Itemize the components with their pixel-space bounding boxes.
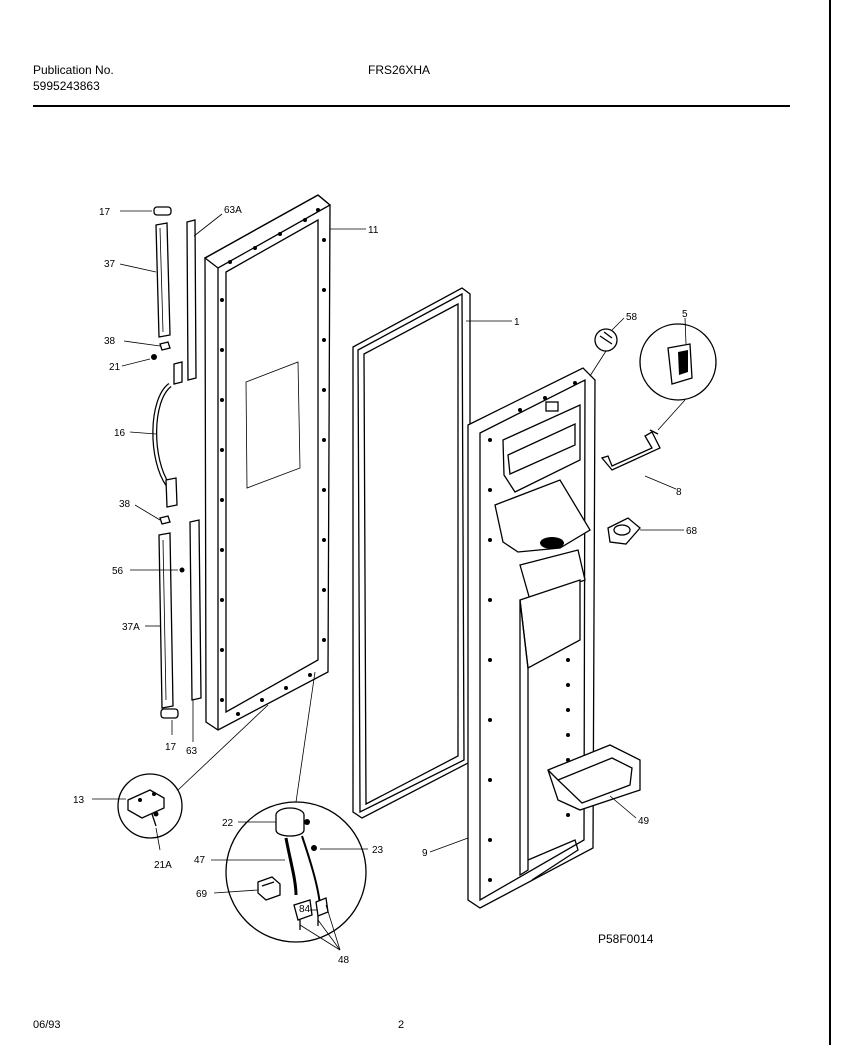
callout-21a: 21A bbox=[154, 860, 172, 871]
part-37-trim bbox=[155, 222, 171, 338]
part-38-screw-top bbox=[159, 341, 171, 351]
callout-37: 37 bbox=[104, 259, 116, 270]
part-21-screw bbox=[151, 354, 157, 360]
callout-5: 5 bbox=[682, 309, 688, 320]
part-8-bracket bbox=[600, 431, 661, 471]
callout-63a: 63A bbox=[224, 205, 242, 216]
part-69-connector bbox=[257, 876, 281, 901]
part-17-cap-bottom bbox=[160, 708, 179, 719]
part-49-drip-tray bbox=[547, 744, 641, 811]
callout-49: 49 bbox=[638, 816, 650, 827]
footer-date: 06/93 bbox=[33, 1019, 61, 1031]
callout-23: 23 bbox=[372, 845, 384, 856]
callout-1: 1 bbox=[514, 317, 520, 328]
footer-page-number: 2 bbox=[398, 1019, 405, 1031]
part-56-screw bbox=[179, 567, 185, 573]
part-22-switch bbox=[275, 815, 305, 837]
callout-17-bottom: 17 bbox=[165, 742, 177, 753]
callout-22: 22 bbox=[222, 818, 234, 829]
diagram-code: P58F0014 bbox=[598, 932, 654, 946]
part-21a-screw bbox=[153, 811, 159, 817]
callout-63: 63 bbox=[186, 746, 198, 757]
part-17-cap-top bbox=[153, 206, 172, 216]
part-23-screw bbox=[311, 845, 317, 851]
callout-47: 47 bbox=[194, 855, 206, 866]
model-number: FRS26XHA bbox=[368, 63, 431, 77]
part-38-screw-bottom bbox=[159, 515, 171, 525]
callout-84: 84 bbox=[299, 904, 311, 915]
part-1-gasket bbox=[352, 287, 471, 819]
callout-69: 69 bbox=[196, 889, 208, 900]
part-16-handle-bracket-bottom bbox=[165, 477, 178, 508]
part-16-handle-bracket-top bbox=[173, 361, 183, 385]
dispenser-top-cavity bbox=[502, 403, 581, 493]
callout-38-top: 38 bbox=[104, 336, 116, 347]
dispenser-drip-well bbox=[540, 537, 564, 549]
callout-17-top: 17 bbox=[99, 207, 111, 218]
callout-11: 11 bbox=[368, 225, 379, 236]
publication-number: 5995243863 bbox=[33, 79, 100, 93]
part-13-hinge bbox=[127, 789, 165, 819]
callout-13: 13 bbox=[73, 795, 85, 806]
door-panel-window bbox=[245, 361, 301, 489]
part-16-handle bbox=[152, 383, 172, 487]
callout-38-bottom: 38 bbox=[119, 499, 131, 510]
part-84-clip bbox=[315, 897, 329, 917]
part-63-strip bbox=[189, 519, 202, 701]
part-47-wire bbox=[284, 837, 298, 896]
callout-8: 8 bbox=[676, 487, 682, 498]
header-rule bbox=[33, 105, 790, 107]
part-37a-trim bbox=[158, 532, 174, 709]
callout-58-top: 58 bbox=[626, 312, 638, 323]
callout-16: 16 bbox=[114, 428, 126, 439]
callout-68: 68 bbox=[686, 526, 698, 537]
callout-21: 21 bbox=[109, 362, 121, 373]
callout-56: 56 bbox=[112, 566, 124, 577]
callout-37a: 37A bbox=[122, 622, 140, 633]
callout-48: 48 bbox=[338, 955, 350, 966]
part-63a-strip bbox=[186, 219, 197, 381]
dispenser-ledge bbox=[494, 479, 591, 553]
callout-9: 9 bbox=[422, 848, 428, 859]
part-68-actuator bbox=[607, 517, 641, 545]
page-border-right bbox=[829, 0, 831, 1045]
publication-label: Publication No. bbox=[33, 63, 114, 77]
